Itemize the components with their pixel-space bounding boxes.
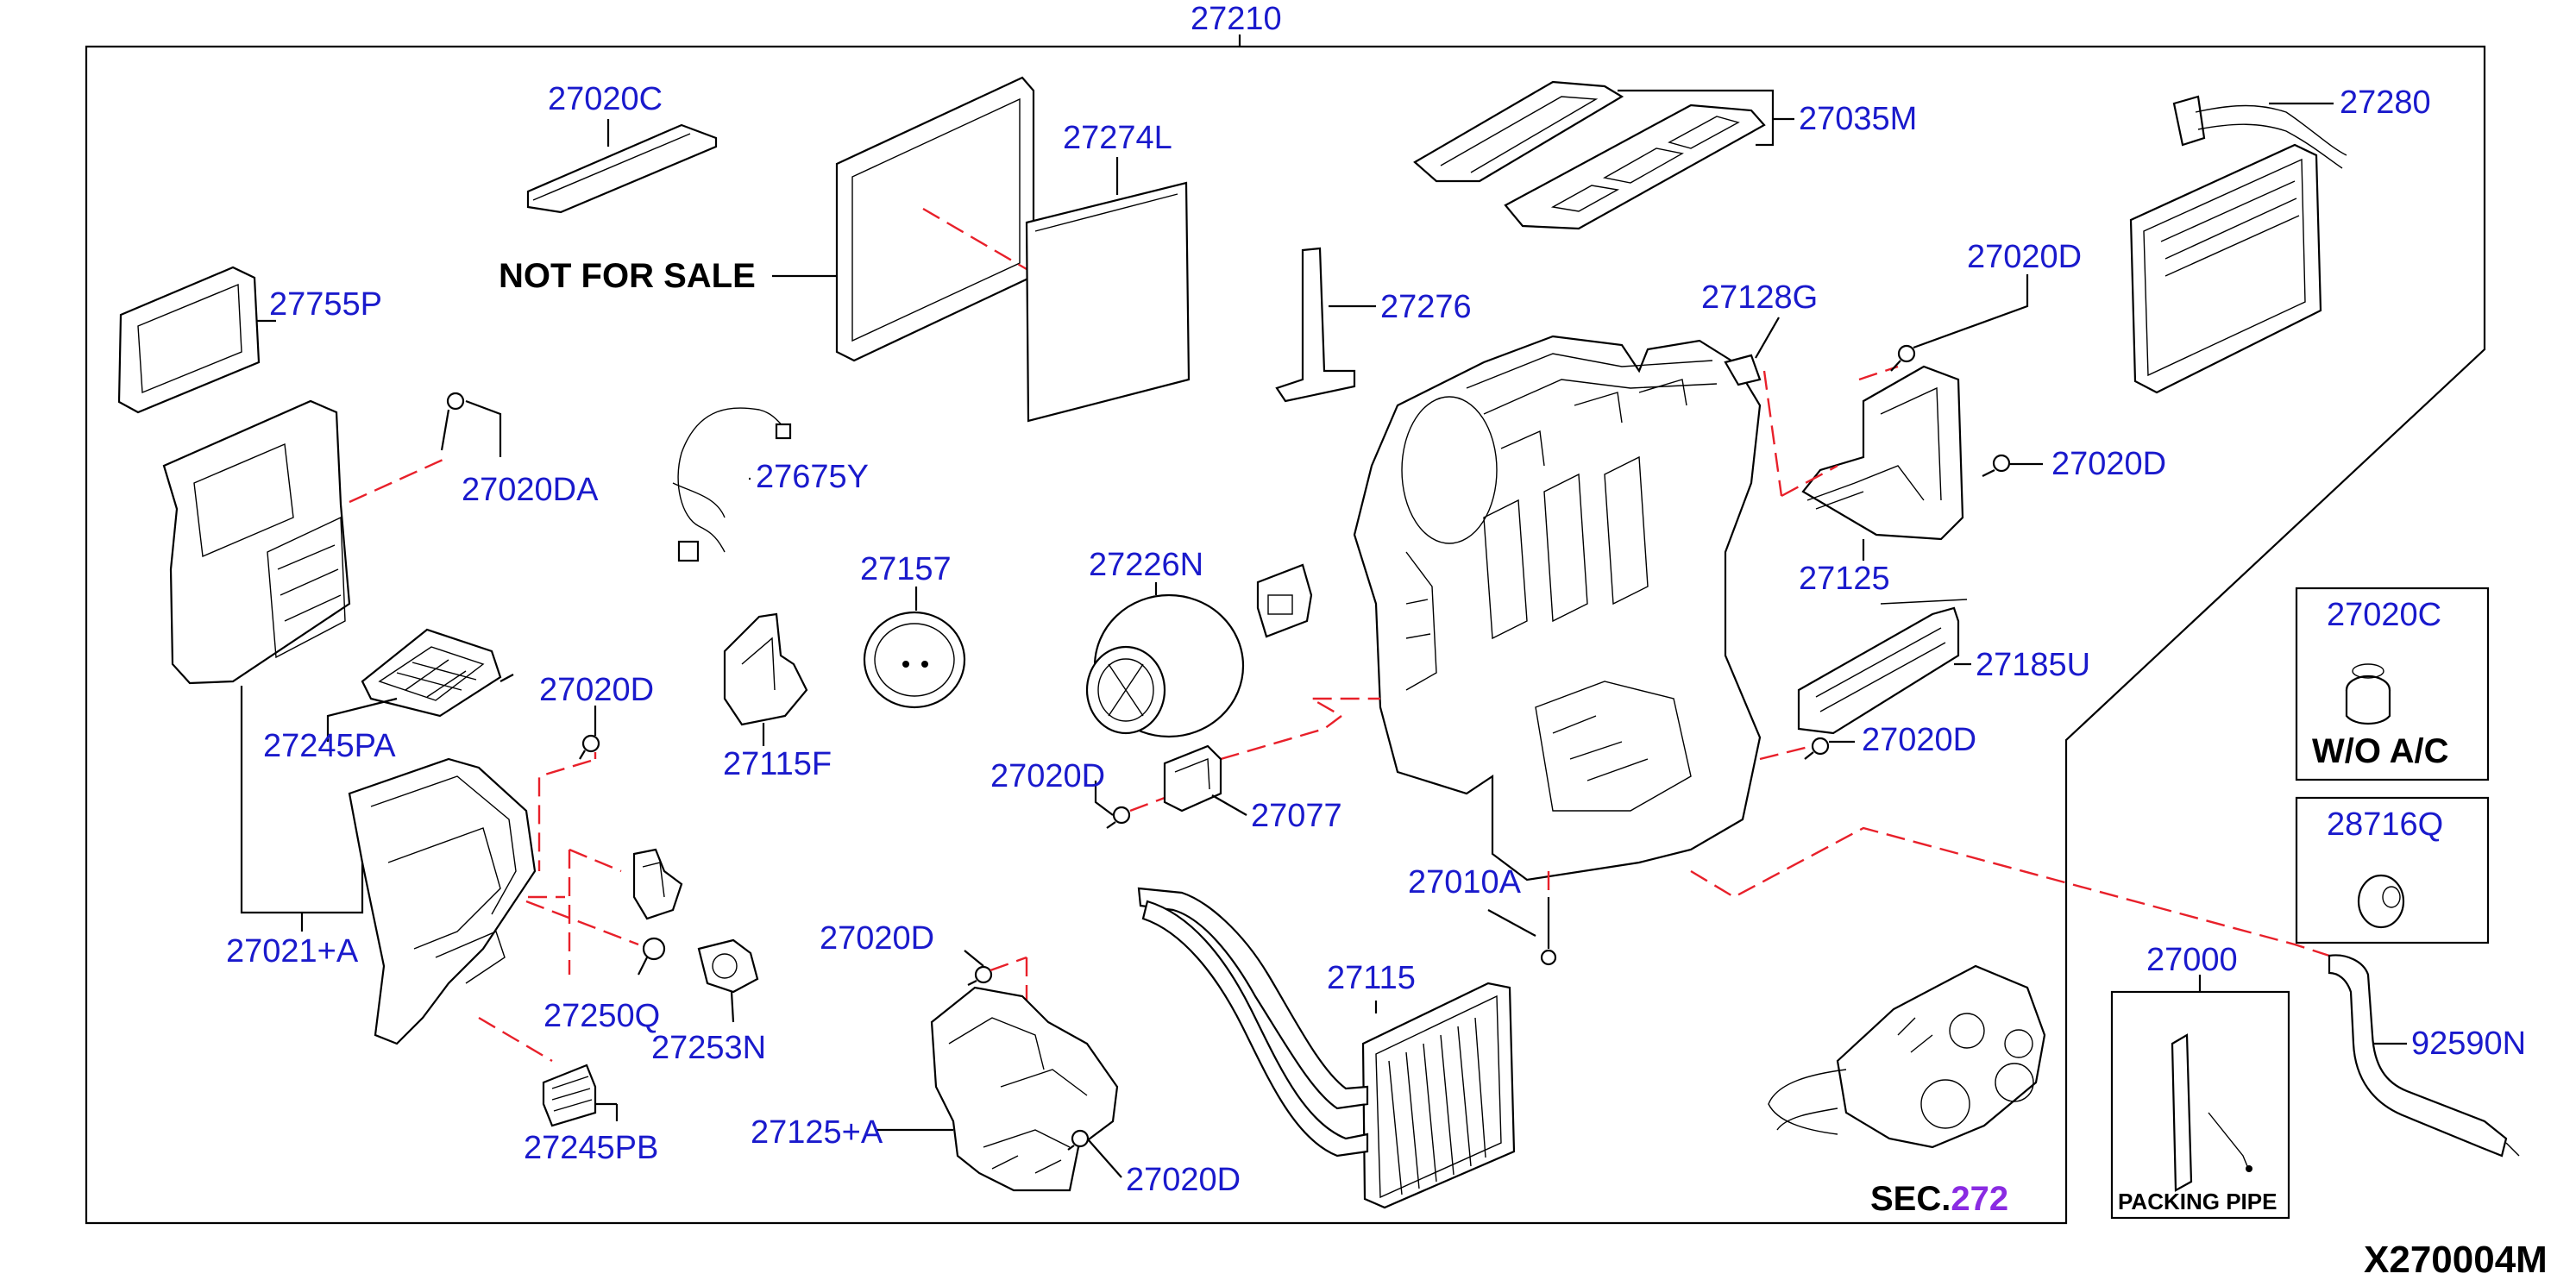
sec-number[interactable]: 272 xyxy=(1951,1180,2008,1218)
svg-text:27276: 27276 xyxy=(1380,289,1472,325)
dash-27185u xyxy=(1759,744,1813,761)
svg-text:27020C: 27020C xyxy=(2327,597,2441,633)
svg-text:SEC.272: SEC.272 xyxy=(1870,1180,2008,1218)
svg-text:27128G: 27128G xyxy=(1701,279,1818,316)
svg-text:27115: 27115 xyxy=(1327,960,1416,996)
part-27020d-center[interactable]: 27020D xyxy=(990,758,1165,829)
part-27020d-bottom2[interactable]: 27020D xyxy=(1067,1129,1241,1198)
part-27021a-duct[interactable]: 27021+A xyxy=(226,686,537,1045)
part-filter-frame[interactable]: NOT FOR SALE xyxy=(499,76,1035,362)
part-27077[interactable]: 27077 xyxy=(1163,744,1342,834)
svg-text:27280: 27280 xyxy=(2340,85,2431,121)
part-92590n[interactable]: 92590N xyxy=(2328,954,2526,1158)
part-27276[interactable]: 27276 xyxy=(1275,247,1472,403)
svg-text:27250Q: 27250Q xyxy=(543,998,660,1034)
svg-text:27020DA: 27020DA xyxy=(462,472,599,508)
inset-wo-ac: 27020C W/O A/C xyxy=(2295,587,2490,781)
part-27245pa[interactable]: 27245PA xyxy=(263,628,514,764)
part-27755p[interactable]: 27755P xyxy=(117,266,382,414)
svg-text:27755P: 27755P xyxy=(269,286,382,323)
svg-text:27020D: 27020D xyxy=(2051,446,2166,482)
part-27020d-bottom1[interactable]: 27020D xyxy=(820,920,1028,1018)
svg-text:27020D: 27020D xyxy=(539,672,654,708)
svg-text:27035M: 27035M xyxy=(1799,101,1917,137)
part-27020c-top[interactable]: 27020C xyxy=(526,81,718,214)
svg-text:92590N: 92590N xyxy=(2411,1026,2526,1062)
part-27115[interactable]: 27115 xyxy=(1137,887,1516,1209)
part-27250q[interactable]: 27250Q xyxy=(543,848,683,1034)
svg-text:27125: 27125 xyxy=(1799,561,1890,597)
part-27226n[interactable]: 27226N xyxy=(1085,547,1245,738)
part-27035m[interactable]: 27035M xyxy=(1413,80,1917,230)
svg-text:27115F: 27115F xyxy=(723,746,832,782)
svg-text:27077: 27077 xyxy=(1251,798,1342,834)
part-27675y[interactable]: 27675Y xyxy=(672,407,869,562)
part-27125[interactable]: 27125 xyxy=(1781,365,1964,597)
main-frame xyxy=(85,45,2486,1225)
dash-27077 xyxy=(1220,697,1380,761)
part-27010a[interactable]: 27010A xyxy=(1408,864,1557,966)
part-27157[interactable]: 27157 xyxy=(860,551,966,709)
part-27020da[interactable]: 27020DA xyxy=(440,392,599,508)
part-intake-housing[interactable] xyxy=(162,399,449,685)
part-resistor-block[interactable] xyxy=(1256,563,1313,638)
svg-text:27020D: 27020D xyxy=(820,920,934,957)
svg-text:27274L: 27274L xyxy=(1063,120,1172,156)
svg-text:27010A: 27010A xyxy=(1408,864,1522,900)
part-27274l[interactable]: 27274L xyxy=(1025,120,1191,423)
part-27020d-mid-right[interactable]: 27020D xyxy=(1804,722,1976,760)
part-27185u[interactable]: 27185U xyxy=(1797,599,2090,735)
svg-text:27226N: 27226N xyxy=(1089,547,1203,583)
part-hvac-case[interactable] xyxy=(1353,335,1762,882)
dash-92590n xyxy=(1690,826,2330,957)
svg-text:27020D: 27020D xyxy=(1126,1162,1241,1198)
part-27253n[interactable]: 27253N xyxy=(651,938,766,1066)
svg-text:27253N: 27253N xyxy=(651,1030,766,1066)
sec-prefix: SEC. xyxy=(1870,1180,1951,1218)
part-27020d-left[interactable]: 27020D xyxy=(537,672,654,871)
svg-text:27157: 27157 xyxy=(860,551,952,587)
part-27115f[interactable]: 27115F xyxy=(723,612,832,782)
svg-text:W/O A/C: W/O A/C xyxy=(2312,732,2449,770)
part-27020d-tr2[interactable]: 27020D xyxy=(1982,446,2166,482)
part-27000-packing-pipe[interactable]: 27000 PACKING PIPE xyxy=(2110,942,2290,1220)
svg-text:28716Q: 28716Q xyxy=(2327,806,2443,843)
svg-text:27000: 27000 xyxy=(2146,942,2238,978)
part-27125a[interactable]: 27125+A xyxy=(751,986,1119,1192)
svg-text:27020D: 27020D xyxy=(990,758,1105,794)
svg-text:27245PA: 27245PA xyxy=(263,728,396,764)
diagram-code: X270004M xyxy=(2364,1239,2548,1280)
svg-text:NOT FOR SALE: NOT FOR SALE xyxy=(499,257,756,295)
svg-text:27125+A: 27125+A xyxy=(751,1114,883,1151)
svg-text:27675Y: 27675Y xyxy=(756,459,869,495)
part-27245pb[interactable]: 27245PB xyxy=(524,1064,658,1166)
svg-text:27021+A: 27021+A xyxy=(226,933,359,969)
part-27128g[interactable]: 27128G xyxy=(1701,279,1818,497)
dash-lower-left xyxy=(478,848,639,1063)
part-27020d-tr1[interactable]: 27020D xyxy=(1890,239,2082,372)
svg-text:27185U: 27185U xyxy=(1976,647,2090,683)
assembly-label: 27210 xyxy=(1191,1,1282,37)
svg-text:27020D: 27020D xyxy=(1862,722,1976,758)
svg-text:27020D: 27020D xyxy=(1967,239,2082,275)
part-sec-272-control[interactable]: SEC.272 xyxy=(1768,964,2046,1218)
inset-28716q: 28716Q xyxy=(2295,796,2490,944)
svg-text:27245PB: 27245PB xyxy=(524,1130,658,1166)
svg-text:PACKING PIPE: PACKING PIPE xyxy=(2118,1189,2277,1214)
svg-text:27020C: 27020C xyxy=(548,81,663,117)
part-27280[interactable]: 27280 xyxy=(2129,85,2431,394)
